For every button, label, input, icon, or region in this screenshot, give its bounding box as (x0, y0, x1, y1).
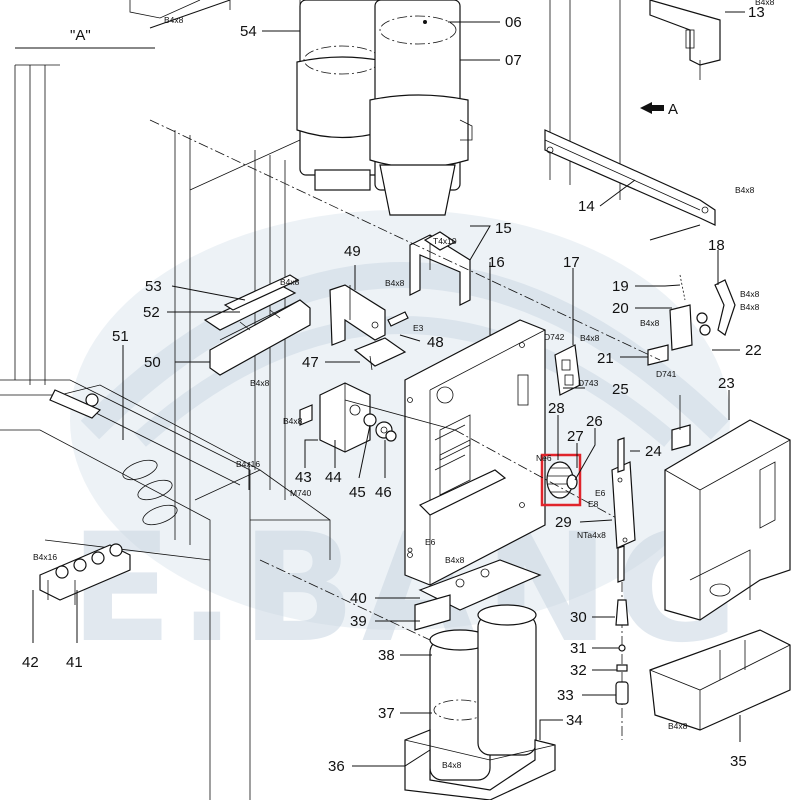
callout-37: 37 (378, 705, 395, 722)
callout-06: 06 (505, 14, 522, 31)
callout-39: 39 (350, 613, 367, 630)
arrow-label: A (668, 101, 678, 118)
tray-35 (649, 629, 791, 731)
callout-34: 34 (566, 712, 583, 729)
callout-07: 07 (505, 52, 522, 69)
callout-45: 45 (349, 484, 366, 501)
label-b4x8-20: B4x8 (640, 318, 660, 328)
leader-lines (32, 11, 745, 767)
callout-30: 30 (570, 609, 587, 626)
label-b4x16-left: B4x16 (33, 552, 57, 562)
callout-23: 23 (718, 375, 735, 392)
callout-22: 22 (745, 342, 762, 359)
label-e8: E8 (588, 499, 599, 509)
label-b4x8-35: B4x8 (668, 721, 688, 731)
callout-27: 27 (567, 428, 584, 445)
label-b4x8-36: B4x8 (442, 760, 462, 770)
view-arrow: A (640, 101, 678, 118)
main-panel (404, 319, 546, 586)
callout-26: 26 (586, 413, 603, 430)
callout-41: 41 (66, 654, 83, 671)
callout-24: 24 (645, 443, 662, 460)
callout-48: 48 (427, 334, 444, 351)
callout-19: 19 (612, 278, 629, 295)
callout-33: 33 (557, 687, 574, 704)
valve-block (39, 543, 131, 605)
callout-49: 49 (344, 243, 361, 260)
label-b4x8-15: B4x8 (385, 278, 405, 288)
callout-28: 28 (548, 400, 565, 417)
callout-21: 21 (597, 350, 614, 367)
label-b4x8-17: B4x8 (580, 333, 600, 343)
screw-labels: B4x8 B4x8 T4x10 B4x8 B4x8 E3 B4x8 B4x8 M… (33, 0, 775, 770)
label-b4x8-14: B4x8 (735, 185, 755, 195)
callout-numbers: 54 06 07 13 14 15 16 17 18 19 20 21 22 2… (22, 4, 765, 775)
bracket-15 (409, 231, 471, 306)
callout-40: 40 (350, 590, 367, 607)
gear-28 (454, 429, 621, 521)
callout-18: 18 (708, 237, 725, 254)
label-b4x8-panel: B4x8 (445, 555, 465, 565)
latch-parts (647, 274, 736, 366)
upper-tanks (296, 0, 473, 216)
callout-17: 17 (563, 254, 580, 271)
label-b4x8-13: B4x8 (755, 0, 775, 7)
callout-47: 47 (302, 354, 319, 371)
bracket-49 (329, 284, 386, 346)
label-ne6: Ne6 (536, 453, 552, 463)
callout-15: 15 (495, 220, 512, 237)
label-b4x8-43: B4x8 (283, 416, 303, 426)
rail-assembly (544, 0, 721, 241)
callout-53: 53 (145, 278, 162, 295)
rack-29 (611, 437, 636, 740)
label-d742: D742 (544, 332, 565, 342)
callout-52: 52 (143, 304, 160, 321)
label-m740: M740 (290, 488, 312, 498)
label-b4x8-53: B4x8 (280, 277, 300, 287)
callout-43: 43 (295, 469, 312, 486)
callout-35: 35 (730, 753, 747, 770)
highlight-box (540, 453, 582, 507)
label-e6-right: E6 (595, 488, 606, 498)
label-e6-left: E6 (425, 537, 436, 547)
pin-48 (353, 311, 409, 371)
callout-38: 38 (378, 647, 395, 664)
callout-13: 13 (748, 4, 765, 21)
callout-42: 42 (22, 654, 39, 671)
callout-16: 16 (488, 254, 505, 271)
bracket-17 (554, 344, 581, 396)
callout-14: 14 (578, 198, 595, 215)
label-t4x10: T4x10 (433, 236, 457, 246)
label-b4x8-18b: B4x8 (740, 302, 760, 312)
callout-50: 50 (144, 354, 161, 371)
callout-51: 51 (112, 328, 129, 345)
callout-54: 54 (240, 23, 257, 40)
label-b4x8-18a: B4x8 (740, 289, 760, 299)
callout-25: 25 (612, 381, 629, 398)
view-a-header: "A" B4x8 (15, 0, 231, 49)
callout-36: 36 (328, 758, 345, 775)
nozzle-parts (615, 599, 629, 705)
callout-46: 46 (375, 484, 392, 501)
bracket-39 (414, 559, 542, 631)
housing-23 (664, 395, 791, 621)
callout-29: 29 (555, 514, 572, 531)
callout-20: 20 (612, 300, 629, 317)
label-d741: D741 (656, 369, 677, 379)
slide-assembly (203, 274, 311, 376)
label-nta4x8: NTa4x8 (577, 530, 606, 540)
label-d743: D743 (578, 378, 599, 388)
callout-31: 31 (570, 640, 587, 657)
label-b4x8-50: B4x8 (250, 378, 270, 388)
lower-tanks (404, 604, 556, 800)
callout-32: 32 (570, 662, 587, 679)
callout-44: 44 (325, 469, 342, 486)
label-b4x16-right: B4x16 (236, 459, 260, 469)
label-e3: E3 (413, 323, 424, 333)
view-title: "A" (70, 27, 91, 44)
